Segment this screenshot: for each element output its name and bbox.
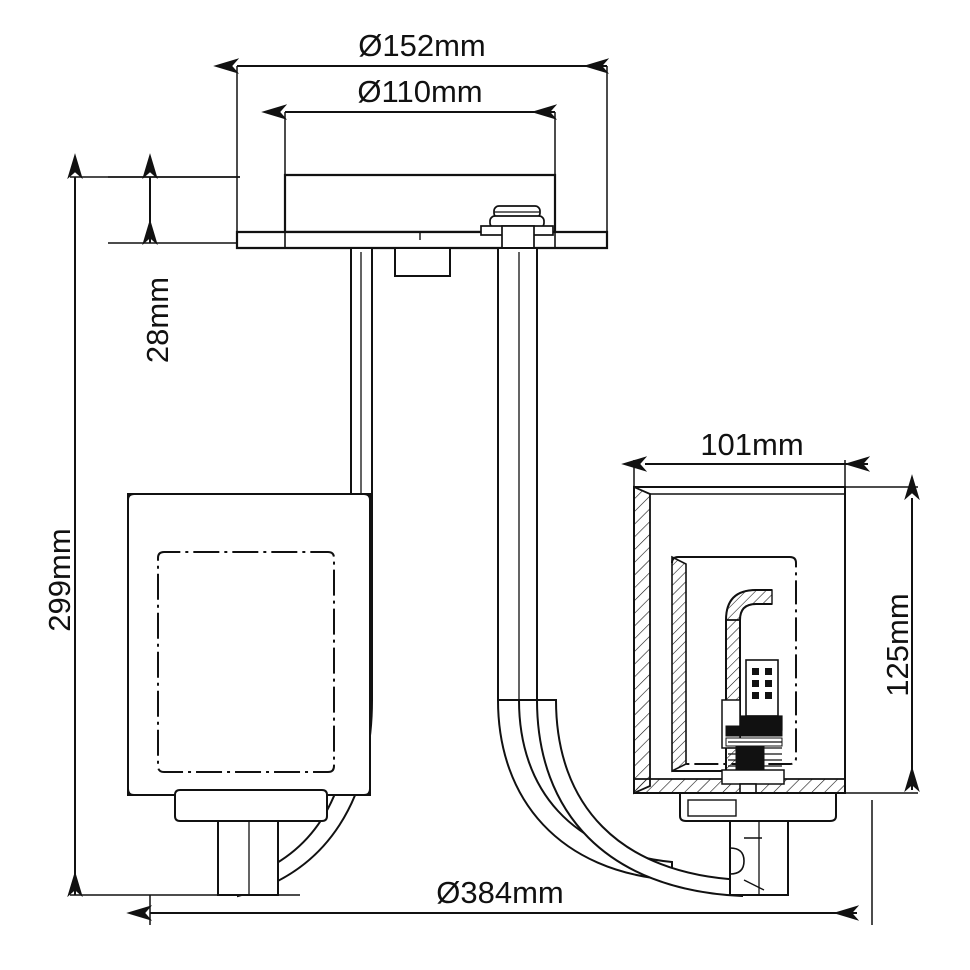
dim-label-canopy-outer-diameter: Ø152mm [358, 28, 485, 63]
lamp-shade-right-section [633, 485, 846, 795]
inner-glass-outline-right [686, 556, 797, 765]
ceiling-canopy-plate [235, 173, 609, 250]
dim-label-shade-width: 101mm [700, 427, 803, 462]
dim-label-canopy-inner-diameter: Ø110mm [357, 74, 482, 109]
stem-collar [394, 247, 451, 277]
socket-thread-band-1 [725, 725, 783, 737]
shade-left-inner-glass [157, 551, 335, 773]
lamp-shade-left-outline [127, 493, 371, 796]
support-stem-group [350, 247, 538, 701]
bolt-shank [501, 225, 535, 249]
base-left-stem [217, 820, 279, 896]
base-right-detail-2 [743, 879, 765, 891]
base-right-step [687, 799, 737, 817]
inner-glass-top-left [671, 556, 780, 564]
dim-label-canopy-height: 28mm [140, 277, 175, 363]
mounting-bolt-nut [480, 205, 554, 249]
shade-left-outer-rounded [127, 493, 371, 796]
dim-label-overall-diameter: Ø384mm [436, 875, 563, 910]
lamp-base-left [174, 789, 328, 896]
lamp-base-right [679, 792, 837, 896]
base-right-knuckle [729, 847, 745, 875]
base-left-collar [174, 789, 328, 822]
socket-base-ring [721, 769, 785, 785]
socket-terminal-dots [752, 668, 772, 699]
inner-glass-wall-hatch [671, 555, 687, 773]
dim-label-shade-height: 125mm [880, 593, 915, 696]
lamp-socket-assembly [721, 659, 785, 823]
curved-arm-right [496, 699, 743, 898]
support-stem-right [497, 247, 538, 701]
shade-right-wall-hatch-left [633, 485, 651, 795]
bulb-tube-hatch [725, 589, 773, 621]
dimension-arrow-lines-group [67, 58, 920, 921]
dim-label-total-height: 299mm [42, 528, 77, 631]
socket-upper-housing [745, 659, 779, 717]
